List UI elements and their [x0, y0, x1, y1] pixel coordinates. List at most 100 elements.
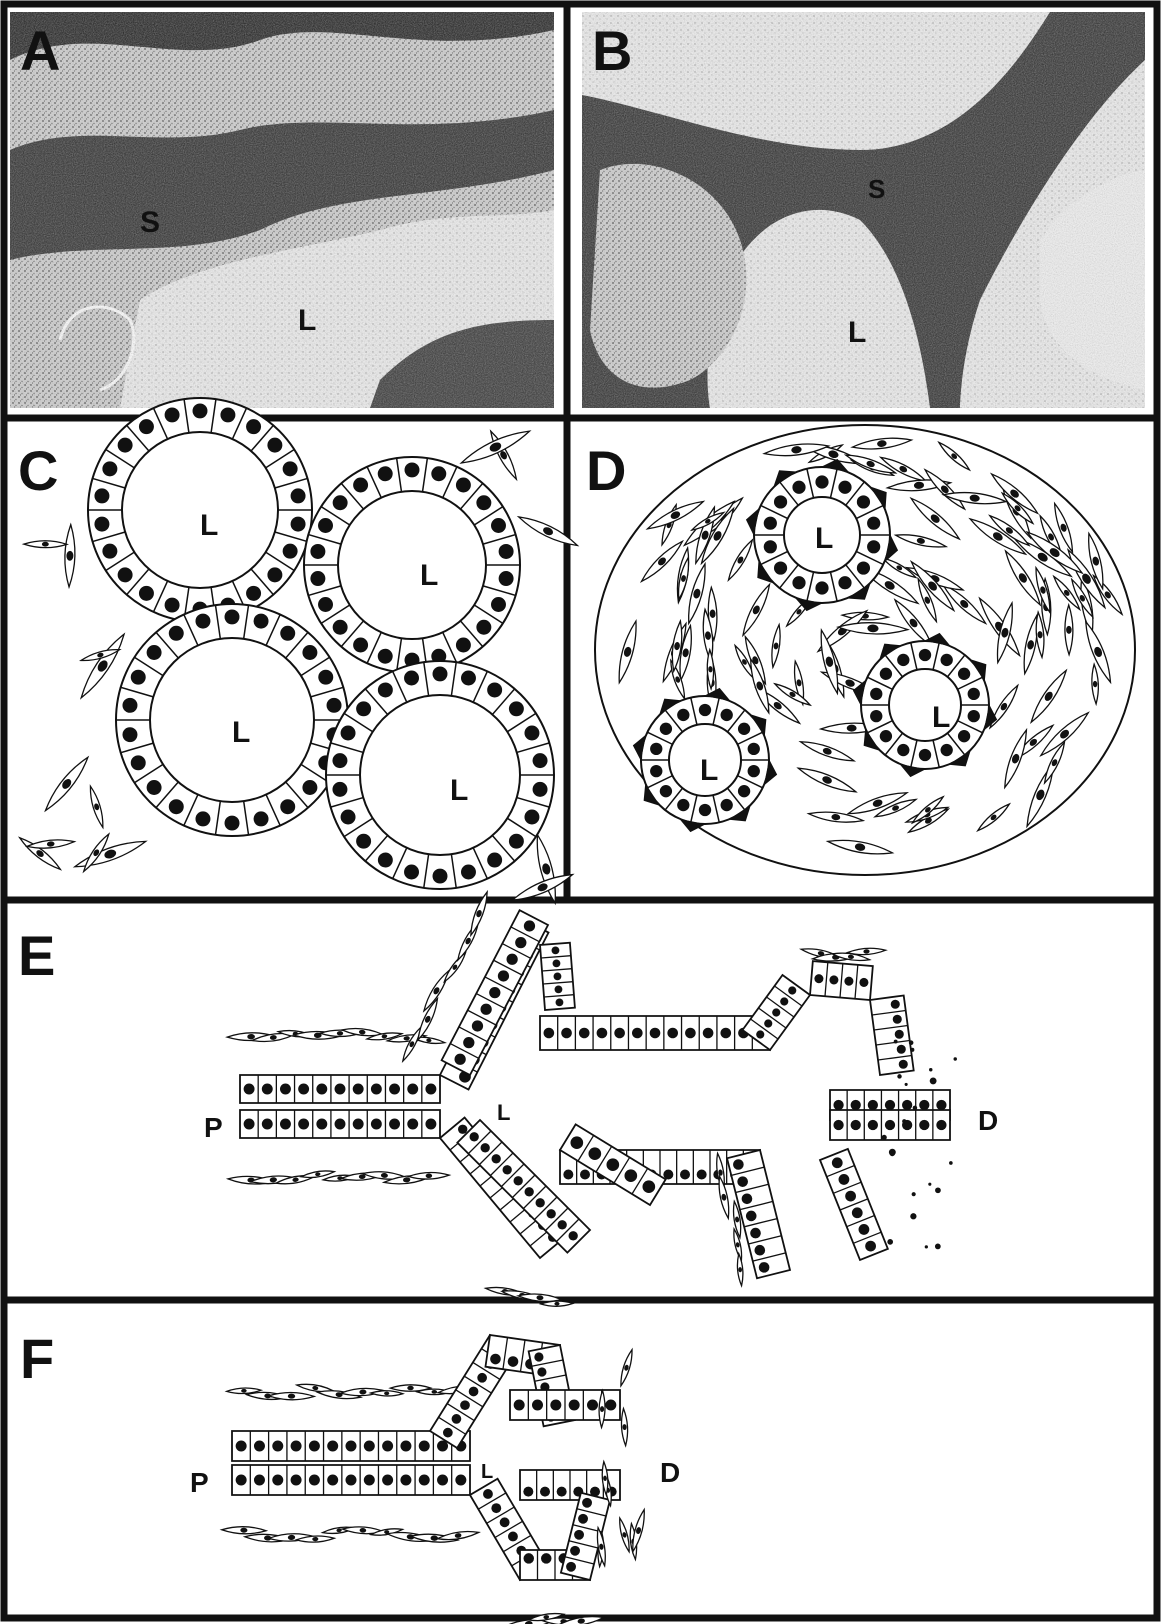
cell-nucleus [431, 466, 446, 481]
cell-nucleus [131, 755, 146, 770]
cell-nucleus [246, 419, 261, 434]
cell-nucleus [455, 1475, 466, 1486]
cell-nucleus [508, 1532, 518, 1542]
stromal-dot [910, 1213, 916, 1219]
cell-nucleus [489, 987, 500, 998]
stromal-dot [925, 1245, 928, 1248]
stromal-cell [442, 951, 468, 983]
cell-nucleus [291, 1475, 302, 1486]
panel-d-letter: D [586, 439, 626, 502]
cell-nucleus [524, 810, 539, 825]
cell-nucleus [870, 688, 882, 700]
cell-nucleus [759, 1262, 770, 1273]
cell-nucleus [880, 730, 892, 742]
gland-lumen [360, 695, 520, 855]
panel-f-label-p: P [190, 1467, 209, 1498]
cell-nucleus [291, 1441, 302, 1452]
cell-nucleus [624, 1169, 637, 1182]
cell-nucleus [851, 1120, 861, 1130]
cell-nucleus [169, 799, 184, 814]
cell-nucleus [697, 1169, 707, 1179]
cell-nucleus [579, 1028, 590, 1039]
panel-e-letter: E [18, 924, 55, 987]
cell-nucleus [941, 744, 953, 756]
cell-nucleus [550, 1400, 561, 1411]
cell-nucleus [582, 1498, 592, 1508]
cell-nucleus [318, 670, 333, 685]
panel-e-duct [227, 891, 957, 1286]
cell-nucleus [859, 978, 868, 987]
cell-nucleus [563, 1169, 573, 1179]
cell-nucleus [456, 638, 471, 653]
stromal-dot [909, 1040, 914, 1045]
cell-nucleus [102, 461, 117, 476]
cell-nucleus [552, 946, 560, 954]
cell-nucleus [852, 1207, 863, 1218]
stromal-cell [459, 426, 532, 469]
panel-f-duct [222, 1285, 648, 1624]
cell-nucleus [650, 1028, 661, 1039]
cell-nucleus [472, 1020, 483, 1031]
cell-nucleus [147, 645, 162, 660]
cell-nucleus [298, 1084, 309, 1095]
cell-nucleus [897, 1045, 906, 1054]
cell-nucleus [958, 668, 970, 680]
cell-nucleus [605, 1400, 616, 1411]
cell-nucleus [569, 1400, 580, 1411]
cell-nucleus [498, 970, 509, 981]
cell-nucleus [333, 620, 348, 635]
stromal-dot [949, 1161, 953, 1165]
panel-e-label-d: D [978, 1105, 998, 1136]
cell-nucleus [509, 834, 524, 849]
cell-nucleus [378, 649, 393, 664]
cell-nucleus [919, 1120, 929, 1130]
cell-nucleus [941, 654, 953, 666]
cell-nucleus [378, 853, 393, 868]
cell-nucleus [316, 1119, 327, 1130]
cell-nucleus [557, 1487, 567, 1497]
cell-nucleus [425, 1084, 436, 1095]
cell-nucleus [318, 518, 333, 533]
cell-nucleus [461, 671, 476, 686]
cell-nucleus [433, 869, 448, 884]
cell-nucleus [244, 1084, 255, 1095]
cell-nucleus [919, 749, 931, 761]
cell-nucleus [703, 1028, 714, 1039]
cell-nucleus [316, 1084, 327, 1095]
cell-nucleus [524, 726, 539, 741]
stromal-cell [222, 1526, 266, 1534]
cell-nucleus [532, 1400, 543, 1411]
stromal-cell-nucleus [337, 1031, 343, 1035]
cell-nucleus [487, 853, 502, 868]
cell-nucleus [721, 709, 733, 721]
cell-nucleus [378, 682, 393, 697]
stromal-cell [408, 1172, 449, 1180]
cell-nucleus [356, 701, 371, 716]
cell-nucleus [699, 804, 711, 816]
cell-nucleus [193, 403, 208, 418]
cell-nucleus [833, 1100, 843, 1110]
cell-nucleus [490, 1354, 501, 1365]
cell-nucleus [353, 638, 368, 653]
cell-nucleus [481, 1143, 490, 1152]
cell-nucleus [302, 780, 317, 795]
cell-nucleus [764, 517, 777, 530]
stromal-cell-nucleus [42, 542, 49, 547]
cell-nucleus [814, 974, 823, 983]
cell-nucleus [738, 785, 750, 797]
cell-nucleus [902, 1100, 912, 1110]
cell-nucleus [458, 1125, 467, 1134]
cell-nucleus [382, 1441, 393, 1452]
stromal-cell [24, 541, 67, 548]
cell-nucleus [597, 1028, 608, 1039]
cell-nucleus [968, 710, 980, 722]
cell-nucleus [748, 765, 760, 777]
cell-nucleus [382, 1475, 393, 1486]
cell-nucleus [851, 1100, 861, 1110]
cell-nucleus [341, 726, 356, 741]
cell-nucleus [561, 1028, 572, 1039]
panel-b-label-s: S [868, 174, 885, 204]
cell-nucleus [936, 1100, 946, 1110]
cell-nucleus [844, 977, 853, 986]
panel-d-lumen-3: L [700, 754, 718, 787]
